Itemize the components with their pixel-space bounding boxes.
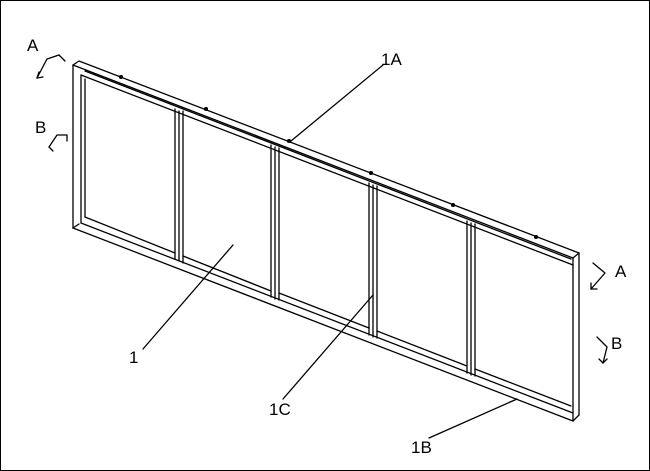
- label-bottom-rail: 1B: [411, 438, 432, 457]
- mullion-2: [270, 144, 280, 301]
- leader-1B: [428, 398, 518, 439]
- mullion-3: [368, 182, 378, 339]
- label-section-b-right: B: [611, 334, 622, 353]
- section-arrow-B-right: [596, 336, 608, 364]
- top-rail-rivets: [118, 74, 539, 240]
- mullion-4: [466, 220, 476, 377]
- label-mullion: 1C: [269, 400, 291, 419]
- label-section-a-right: A: [615, 262, 627, 281]
- leader-1C: [282, 294, 374, 400]
- mullion-1: [174, 108, 184, 264]
- outer-frame: [72, 60, 580, 422]
- label-section-b-left: B: [35, 118, 46, 137]
- label-panel: 1: [129, 348, 138, 367]
- leader-1A: [290, 64, 384, 142]
- label-section-a-left: A: [27, 36, 39, 55]
- top-rail: [84, 70, 572, 260]
- panel-inner-edges: [84, 78, 572, 407]
- section-arrow-B-left: [48, 134, 68, 152]
- leader-1: [142, 244, 234, 350]
- label-top-rail: 1A: [381, 50, 402, 69]
- section-arrow-A-right: [590, 262, 606, 290]
- section-arrow-A-left: [36, 54, 66, 79]
